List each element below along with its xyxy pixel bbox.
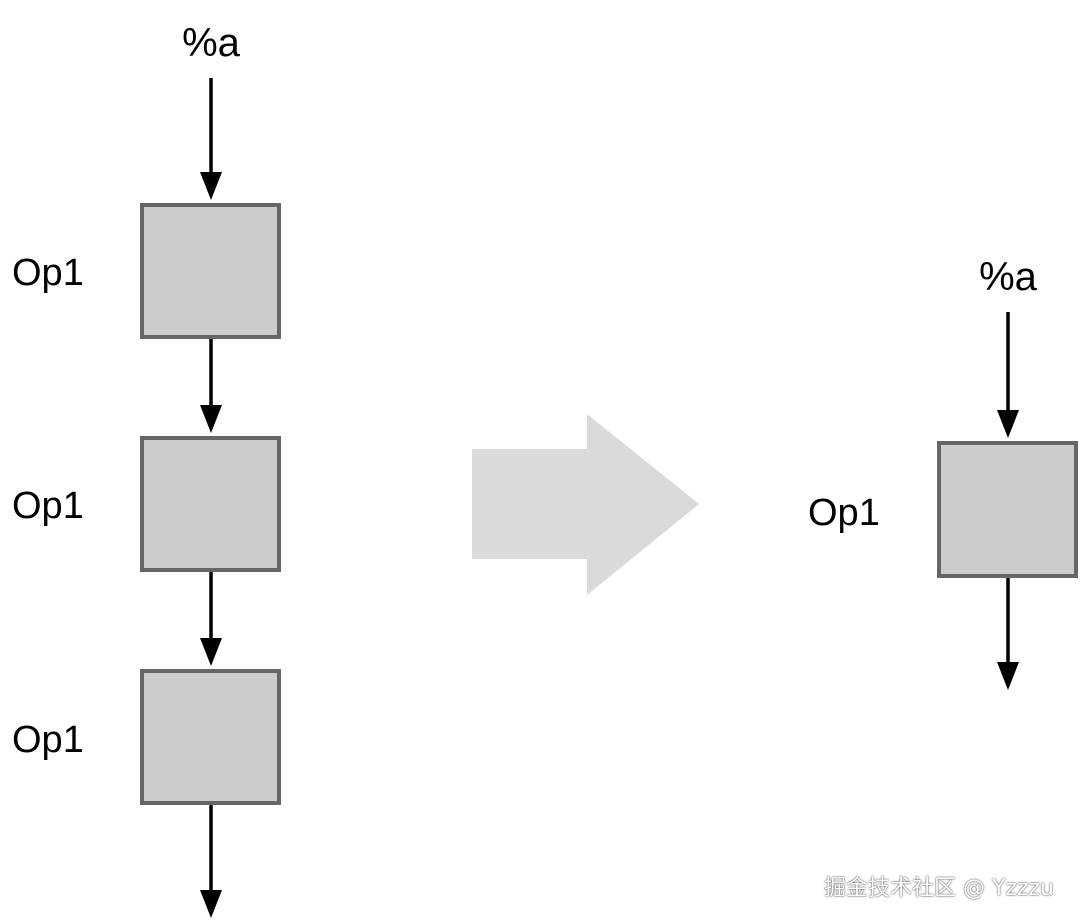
left-op-box-3 [140,669,281,805]
transform-arrow [472,414,699,595]
left-arrowhead-1-2 [200,405,222,433]
left-op-box-2 [140,436,281,572]
left-op-label-2: Op1 [12,485,84,527]
left-input-arrowhead [200,172,222,200]
left-output-arrowhead [200,890,222,918]
right-op-box-1 [937,441,1078,578]
left-op-label-3: Op1 [12,719,84,761]
left-op-label-1: Op1 [12,252,84,294]
left-op-box-1 [140,203,281,339]
right-input-arrowhead [997,410,1019,438]
left-input-label: %a [182,21,241,65]
watermark-text: 掘金技术社区 @ Yzzzu [823,876,1054,901]
right-op-label-1: Op1 [808,492,880,534]
right-output-arrowhead [997,662,1019,690]
left-arrowhead-2-3 [200,638,222,666]
right-input-label: %a [979,255,1038,299]
